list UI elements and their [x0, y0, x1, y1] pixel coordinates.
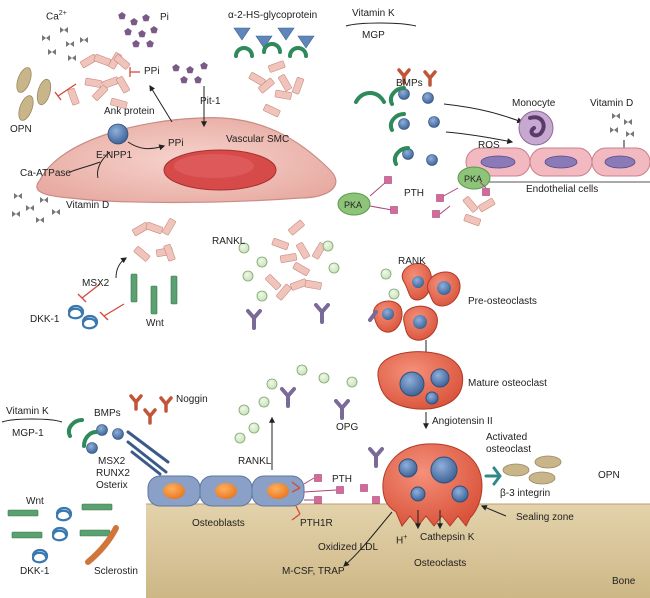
label-b3integrin: β-3 integrin — [500, 488, 551, 499]
label-endothelial: Endothelial cells — [526, 184, 599, 195]
sclerostin-shape — [85, 525, 119, 565]
label-activated1: Activated — [486, 432, 528, 443]
ca-ions — [42, 27, 88, 61]
label-msx2-bottom: MSX2 — [98, 456, 126, 467]
label-vitk-bottom: Vitamin K — [6, 406, 49, 417]
crystals-left-mid — [131, 217, 177, 262]
label-mgp1: MGP-1 — [12, 428, 44, 439]
label-mgp-top: MGP — [362, 30, 385, 41]
pre-osteoclasts — [368, 262, 461, 341]
label-mature: Mature osteoclast — [468, 378, 547, 389]
label-wnt-top: Wnt — [146, 318, 164, 329]
label-dkk1-bottom: DKK-1 — [20, 566, 50, 577]
ca-ions-lower-left — [12, 193, 60, 223]
label-mcsf: M-CSF, TRAP — [282, 566, 345, 577]
label-vsmc: Vascular SMC — [226, 134, 290, 145]
label-dkk1-top: DKK-1 — [30, 314, 60, 325]
crystals-rankl — [264, 219, 327, 301]
pi-pentagons-top — [118, 12, 158, 48]
label-angiotensin: Angiotensin II — [432, 416, 493, 427]
label-osteoblasts: Osteoblasts — [192, 518, 245, 529]
label-alpha2: α-2-HS-glycoprotein — [228, 10, 318, 21]
alpha2-triangles — [233, 27, 315, 49]
label-runx2: RUNX2 — [96, 468, 130, 479]
activated-osteoclast — [382, 443, 483, 527]
label-enpp1: E-NPP1 — [96, 150, 133, 161]
label-wnt-bottom: Wnt — [26, 496, 44, 507]
label-pka2: PKA — [464, 174, 483, 184]
crystals-center-top — [248, 60, 305, 118]
pth-squares-top — [369, 176, 490, 218]
label-sclerostin: Sclerostin — [94, 566, 138, 577]
label-cathepsin: Cathepsin K — [420, 532, 475, 543]
crystals-top-left — [67, 51, 131, 110]
label-ca-atpase: Ca-ATPase — [20, 168, 71, 179]
pka-left — [337, 192, 371, 216]
opn-ovals-left — [16, 67, 52, 121]
label-vitd-left: Vitamin D — [66, 200, 110, 211]
label-pi-top: Pi — [160, 12, 169, 23]
enpp1-protein — [107, 123, 129, 145]
label-pth-top: PTH — [404, 188, 424, 199]
pi-pentagons-pit1 — [172, 62, 208, 84]
msx2-bars — [126, 430, 170, 476]
vitamin-d-right-ions — [610, 113, 634, 137]
noggin-receptors — [129, 394, 173, 425]
mature-osteoclast — [377, 351, 464, 410]
bmps-bottom — [67, 418, 124, 454]
label-opn-left: OPN — [10, 124, 32, 135]
bmps-top — [389, 86, 440, 166]
label-ank: Ank protein — [104, 106, 155, 117]
label-msx2-left: MSX2 — [82, 278, 110, 289]
bone-matrix — [146, 504, 650, 598]
label-rankl-bottom: RANKL — [238, 456, 272, 467]
endothelial-cells — [465, 147, 650, 183]
label-activated2: osteoclast — [486, 444, 532, 455]
pth-squares-bottom — [291, 474, 380, 504]
label-bmps-top: BMPs — [396, 78, 423, 89]
label-sealing: Sealing zone — [516, 512, 574, 523]
label-pit1: Pit-1 — [200, 96, 221, 107]
label-opg: OPG — [336, 422, 359, 433]
label-preosteoclasts: Pre-osteoclasts — [468, 296, 537, 307]
opn-inhibit-line — [57, 83, 77, 97]
label-ppi-cell: PPi — [168, 138, 184, 149]
label-vitk-top: Vitamin K — [352, 8, 395, 19]
label-rankl-top: RANKL — [212, 236, 246, 247]
crystals-right-pth — [462, 195, 496, 227]
opn-ovals-right — [502, 455, 562, 485]
label-ppi-top: PPi — [144, 66, 160, 77]
label-ros: ROS — [478, 140, 500, 151]
label-oxidized: Oxidized LDL — [318, 542, 379, 553]
dkk1-springs-top — [67, 304, 99, 330]
rankl-circles-mid — [238, 240, 340, 302]
label-ca2: Ca2+ — [46, 10, 67, 23]
mgp-arcs-top — [354, 91, 386, 104]
label-pth-bottom: PTH — [332, 474, 352, 485]
label-pka1: PKA — [344, 200, 363, 210]
wnt-bars-mid — [130, 273, 178, 315]
rank-receptor-osteoclast — [368, 447, 384, 468]
rank-circles — [380, 268, 400, 300]
label-bone: Bone — [612, 576, 636, 587]
label-pth1r: PTH1R — [300, 518, 333, 529]
label-osterix: Osterix — [96, 480, 128, 491]
label-rank: RANK — [398, 256, 426, 267]
label-vitd-right: Vitamin D — [590, 98, 634, 109]
label-noggin: Noggin — [176, 394, 208, 405]
label-opn-right: OPN — [598, 470, 620, 481]
wnt-bars-bottom — [7, 503, 113, 539]
label-monocyte: Monocyte — [512, 98, 556, 109]
purple-receptors-mid — [246, 303, 330, 330]
label-h-plus: H+ — [396, 534, 408, 547]
label-bmps-bottom: BMPs — [94, 408, 121, 419]
alpha2-green-arcs — [234, 42, 308, 58]
label-osteoclasts: Osteoclasts — [414, 558, 467, 569]
osteoblasts — [147, 475, 305, 507]
